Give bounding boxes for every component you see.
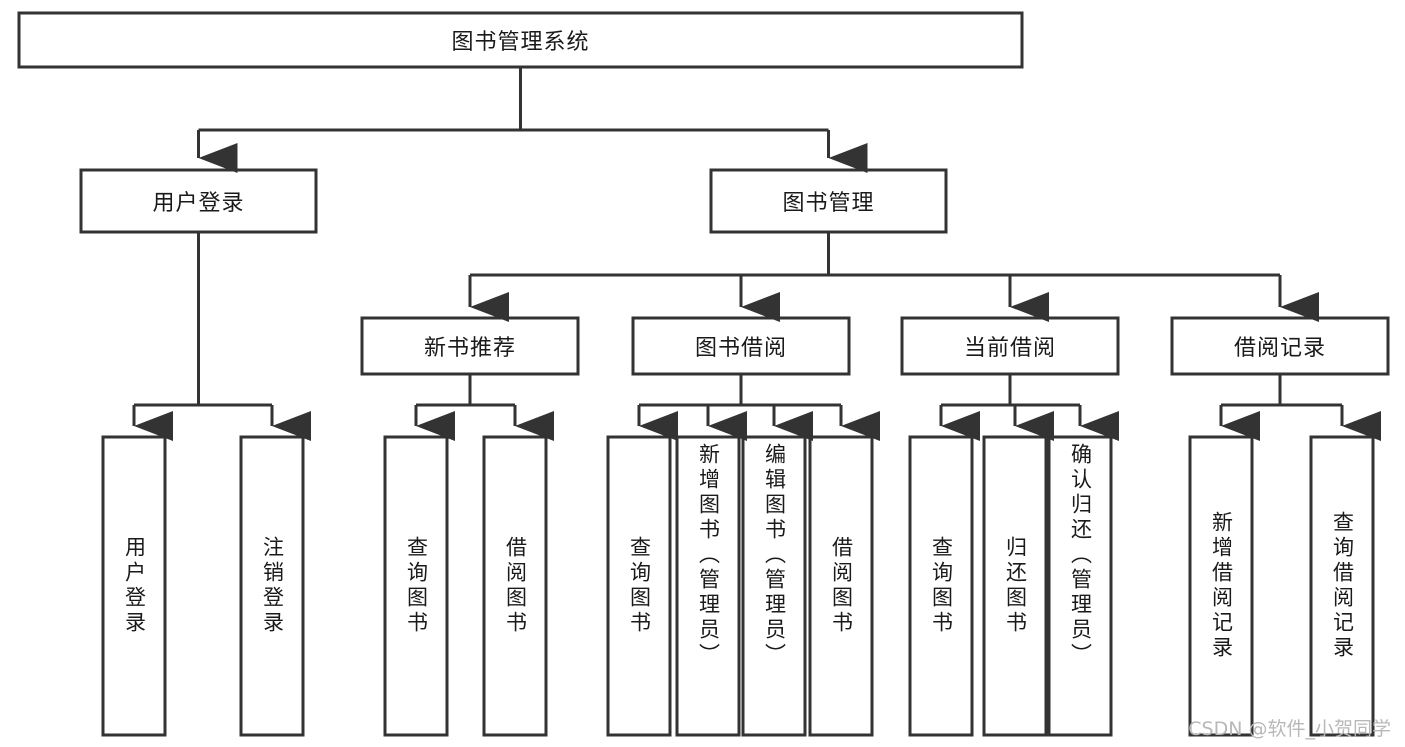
node-leaf-edit-book-box[interactable]: [741, 435, 807, 737]
node-leaf-borrow-book-2-box[interactable]: [808, 435, 874, 737]
node-book-borrow-box[interactable]: [631, 316, 851, 376]
node-leaf-logout-box[interactable]: [239, 435, 305, 737]
node-borrow-record-box[interactable]: [1170, 316, 1390, 376]
node-current-borrow-box[interactable]: [900, 316, 1120, 376]
node-book-manage-box[interactable]: [709, 168, 948, 234]
node-new-book-rec-box[interactable]: [360, 316, 580, 376]
node-leaf-add-record-box[interactable]: [1188, 435, 1254, 737]
node-leaf-user-login-box[interactable]: [101, 435, 167, 737]
node-user-login-box[interactable]: [79, 168, 318, 234]
node-leaf-query-book-2-box[interactable]: [606, 435, 672, 737]
node-root-box[interactable]: [17, 11, 1024, 69]
node-leaf-return-book-box[interactable]: [982, 435, 1048, 737]
node-leaf-query-book-3-box[interactable]: [908, 435, 974, 737]
node-leaf-add-book-box[interactable]: [675, 435, 741, 737]
node-leaf-query-book-1-box[interactable]: [383, 435, 449, 737]
node-leaf-query-record-box[interactable]: [1309, 435, 1375, 737]
node-leaf-confirm-return-box[interactable]: [1047, 435, 1113, 737]
node-leaf-borrow-book-1-box[interactable]: [482, 435, 548, 737]
